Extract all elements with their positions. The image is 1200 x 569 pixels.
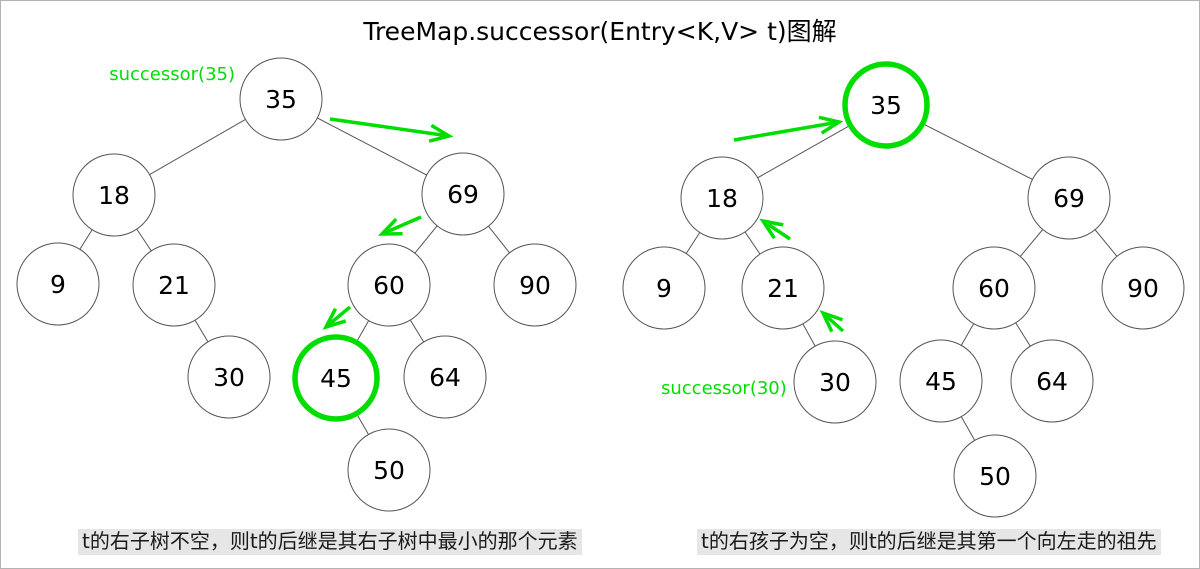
tree-node-left-50: 50 <box>347 428 431 512</box>
case1-caption: t的右子树不空，则t的后继是其右子树中最小的那个元素 <box>78 529 582 555</box>
node-value: 30 <box>213 363 245 392</box>
node-circle <box>347 428 431 512</box>
highlighted-node-circle <box>842 61 930 149</box>
tree-node-left-45: 45 <box>292 334 380 422</box>
tree-node-right-18: 18 <box>680 156 764 240</box>
highlighted-node-circle <box>292 334 380 422</box>
node-value: 69 <box>447 180 479 209</box>
tree-node-right-60: 60 <box>952 246 1036 330</box>
node-value: 35 <box>870 91 902 120</box>
node-circle <box>953 434 1037 518</box>
node-value: 50 <box>979 462 1011 491</box>
node-value: 18 <box>98 181 130 210</box>
node-circle <box>952 246 1036 330</box>
node-circle <box>793 340 877 424</box>
node-circle <box>347 243 431 327</box>
tree-node-right-30: 30 <box>793 340 877 424</box>
tree-node-left-60: 60 <box>347 243 431 327</box>
node-value: 90 <box>1127 274 1159 303</box>
node-value: 21 <box>767 274 799 303</box>
successor-step-arrow-21-to-18 <box>759 218 791 241</box>
node-value: 69 <box>1053 184 1085 213</box>
right-tree: 35 18 69 9 21 30 60 90 45 64 50 <box>622 61 1185 518</box>
left-tree: 35 18 69 9 21 30 60 90 45 64 50 <box>16 57 577 512</box>
tree-node-left-21: 21 <box>132 243 216 327</box>
tree-node-right-21: 21 <box>741 246 825 330</box>
node-value: 60 <box>373 271 405 300</box>
node-value: 21 <box>158 271 190 300</box>
node-circle <box>132 243 216 327</box>
tree-node-right-45: 45 <box>899 339 983 423</box>
tree-node-left-64: 64 <box>403 335 487 419</box>
tree-node-left-18: 18 <box>72 153 156 237</box>
successor-call-label-left: successor(35) <box>109 64 235 85</box>
node-circle <box>899 339 983 423</box>
node-value: 30 <box>819 368 851 397</box>
node-value: 90 <box>519 271 551 300</box>
tree-node-left-9: 9 <box>16 242 100 326</box>
node-value: 45 <box>925 367 957 396</box>
node-circle <box>1010 339 1094 423</box>
node-value: 64 <box>429 363 461 392</box>
node-circle <box>239 57 323 141</box>
node-value: 60 <box>978 274 1010 303</box>
tree-node-right-9: 9 <box>622 246 706 330</box>
node-value: 50 <box>373 456 405 485</box>
successor-call-label-right: successor(30) <box>661 378 787 399</box>
tree-node-left-69: 69 <box>421 152 505 236</box>
node-circle <box>741 246 825 330</box>
successor-step-arrow-69-to-60 <box>377 215 422 236</box>
tree-node-right-69: 69 <box>1027 156 1111 240</box>
node-circle <box>421 152 505 236</box>
node-circle <box>1101 246 1185 330</box>
tree-node-right-35: 35 <box>842 61 930 149</box>
tree-node-left-35: 35 <box>239 57 323 141</box>
tree-node-left-90: 90 <box>493 243 577 327</box>
tree-node-left-30: 30 <box>187 335 271 419</box>
node-circle <box>16 242 100 326</box>
node-circle <box>680 156 764 240</box>
tree-node-right-50: 50 <box>953 434 1037 518</box>
node-circle <box>1027 156 1111 240</box>
successor-step-arrow-30-to-21 <box>819 309 845 333</box>
node-value: 9 <box>656 274 672 303</box>
node-circle <box>493 243 577 327</box>
successor-step-arrow-18-to-35 <box>733 115 844 142</box>
successor-step-arrow-35-to-69 <box>329 117 454 143</box>
case2-caption: t的右孩子为空，则t的后继是其第一个向左走的祖先 <box>697 529 1161 555</box>
node-circle <box>403 335 487 419</box>
successor-step-arrow-60-to-45 <box>322 305 352 330</box>
node-value: 45 <box>320 364 352 393</box>
tree-node-right-64: 64 <box>1010 339 1094 423</box>
node-value: 35 <box>265 85 297 114</box>
node-value: 64 <box>1036 367 1068 396</box>
node-value: 9 <box>50 270 66 299</box>
page-title: TreeMap.successor(Entry<K,V> t)图解 <box>363 17 837 46</box>
node-value: 18 <box>706 184 738 213</box>
tree-node-right-90: 90 <box>1101 246 1185 330</box>
node-circle <box>72 153 156 237</box>
node-circle <box>622 246 706 330</box>
node-circle <box>187 335 271 419</box>
